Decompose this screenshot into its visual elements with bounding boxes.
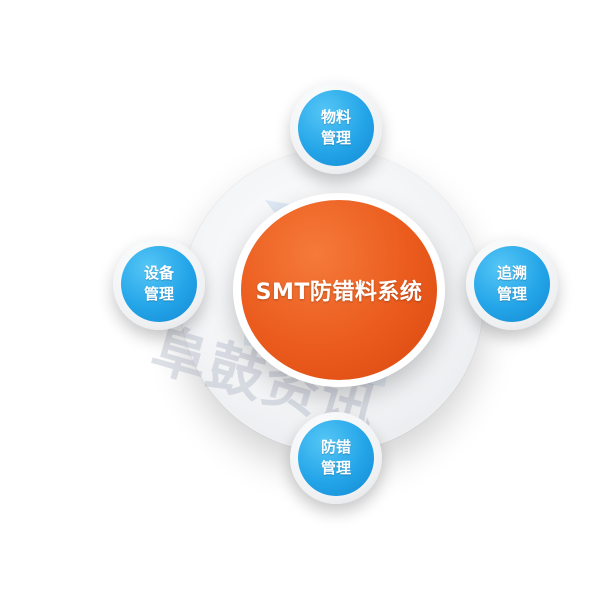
center-node: SMT防错料系统 — [241, 200, 437, 380]
node-equipment-management: 设备 管理 — [113, 238, 205, 330]
node-label-line1: 防错 — [320, 438, 351, 456]
node-material-management: 物料 管理 — [290, 82, 382, 174]
node-label-line2: 管理 — [143, 285, 174, 303]
node-traceability-management-disc: 追溯 管理 — [474, 246, 550, 322]
node-equipment-management-disc: 设备 管理 — [121, 246, 197, 322]
node-label-line2: 管理 — [320, 459, 351, 477]
node-label-line1: 设备 — [143, 264, 174, 282]
node-label-line1: 物料 — [320, 108, 351, 126]
node-label-line2: 管理 — [320, 129, 351, 147]
node-label-line1: 追溯 — [496, 264, 527, 282]
node-traceability-management: 追溯 管理 — [466, 238, 558, 330]
node-error-proofing-management-disc: 防错 管理 — [298, 420, 374, 496]
node-label-line2: 管理 — [496, 285, 527, 303]
center-title: SMT防错料系统 — [255, 280, 423, 305]
node-error-proofing-management: 防错 管理 — [290, 412, 382, 504]
node-material-management-disc: 物料 管理 — [298, 90, 374, 166]
